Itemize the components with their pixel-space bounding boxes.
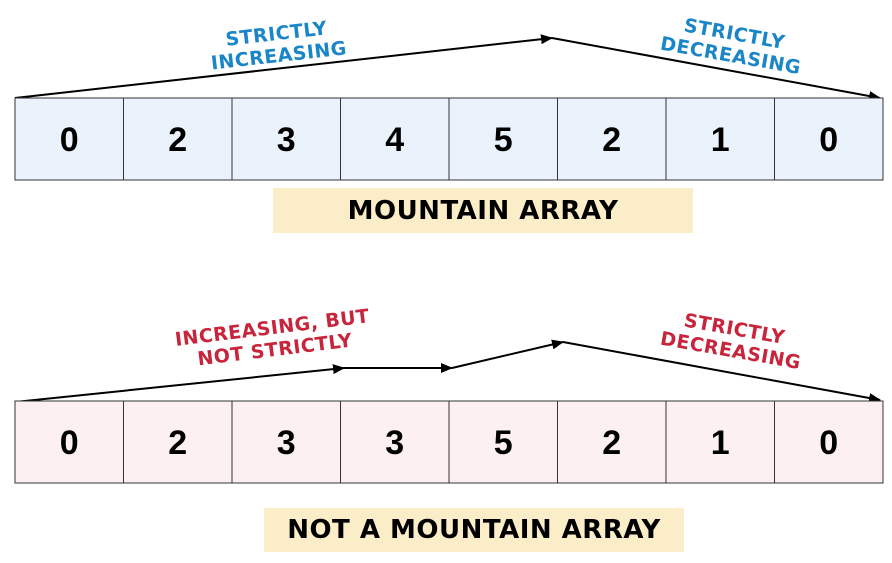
strictly-increasing-label: STRICTLY INCREASING bbox=[210, 17, 348, 74]
not-mountain-array-section: INCREASING, BUT NOT STRICTLY STRICTLY DE… bbox=[14, 305, 884, 552]
array-cell: 0 bbox=[774, 400, 884, 484]
array-cell: 1 bbox=[665, 97, 775, 181]
array-cell: 2 bbox=[123, 400, 233, 484]
array-cell-value: 2 bbox=[168, 121, 187, 159]
decreasing-arrow bbox=[551, 37, 881, 101]
array-cell-value: 2 bbox=[602, 121, 621, 159]
array-cell: 5 bbox=[448, 400, 558, 484]
increasing-arrow-1 bbox=[14, 364, 345, 403]
array-cell-value: 0 bbox=[819, 424, 838, 462]
array-cell-value: 3 bbox=[385, 424, 404, 462]
array-cell-box bbox=[665, 97, 775, 181]
array-cell-value: 1 bbox=[711, 424, 730, 462]
array-cell: 2 bbox=[557, 400, 667, 484]
array-cell: 0 bbox=[774, 97, 884, 181]
increasing-arrow-2 bbox=[451, 339, 564, 369]
array-cell-box bbox=[448, 400, 558, 484]
array-cell-value: 0 bbox=[819, 121, 838, 159]
array-cell-box bbox=[231, 97, 341, 181]
increasing-arrow bbox=[14, 34, 553, 99]
mountain-array-section: STRICTLY INCREASING STRICTLY DECREASING … bbox=[14, 15, 884, 233]
array-cell-box bbox=[123, 400, 233, 484]
array-cell: 0 bbox=[14, 97, 124, 181]
increasing-not-strictly-label: INCREASING, BUT NOT STRICTLY bbox=[174, 305, 371, 370]
array-cell-value: 4 bbox=[385, 121, 404, 159]
mountain-caption: MOUNTAIN ARRAY bbox=[348, 196, 619, 226]
array-cell-value: 5 bbox=[494, 121, 513, 159]
mountain-array-cells: 0 2 3 4 5 2 1 0 bbox=[14, 97, 884, 181]
array-cell-box bbox=[774, 97, 884, 181]
strictly-decreasing-label: STRICTLY DECREASING bbox=[659, 15, 803, 80]
array-cell-value: 0 bbox=[60, 121, 79, 159]
array-cell-value: 5 bbox=[494, 424, 513, 462]
array-cell-box bbox=[557, 400, 667, 484]
array-cell: 2 bbox=[123, 97, 233, 181]
array-cell-box bbox=[448, 97, 558, 181]
strictly-decreasing-label: STRICTLY DECREASING bbox=[659, 310, 803, 375]
not-mountain-caption-box bbox=[264, 508, 684, 552]
not-mountain-caption: NOT A MOUNTAIN ARRAY bbox=[287, 515, 661, 545]
array-cell-value: 2 bbox=[168, 424, 187, 462]
array-cell-box bbox=[665, 400, 775, 484]
array-cell-box bbox=[557, 97, 667, 181]
array-cell-box bbox=[14, 400, 124, 484]
array-cell: 3 bbox=[340, 400, 450, 484]
array-cell-value: 3 bbox=[277, 121, 296, 159]
mountain-caption-box bbox=[273, 188, 693, 233]
array-cell-box bbox=[231, 400, 341, 484]
array-cell: 2 bbox=[557, 97, 667, 181]
array-cell-value: 0 bbox=[60, 424, 79, 462]
array-cell: 4 bbox=[340, 97, 450, 181]
array-cell: 5 bbox=[448, 97, 558, 181]
array-cell-box bbox=[340, 400, 450, 484]
array-cell-value: 3 bbox=[277, 424, 296, 462]
array-cell: 1 bbox=[665, 400, 775, 484]
array-cell: 3 bbox=[231, 97, 341, 181]
not-mountain-array-cells: 0 2 3 3 5 2 1 0 bbox=[14, 400, 884, 484]
decreasing-arrow bbox=[562, 341, 881, 403]
array-cell: 3 bbox=[231, 400, 341, 484]
array-cell-box bbox=[774, 400, 884, 484]
array-cell: 0 bbox=[14, 400, 124, 484]
array-cell-value: 2 bbox=[602, 424, 621, 462]
array-cell-value: 1 bbox=[711, 121, 730, 159]
